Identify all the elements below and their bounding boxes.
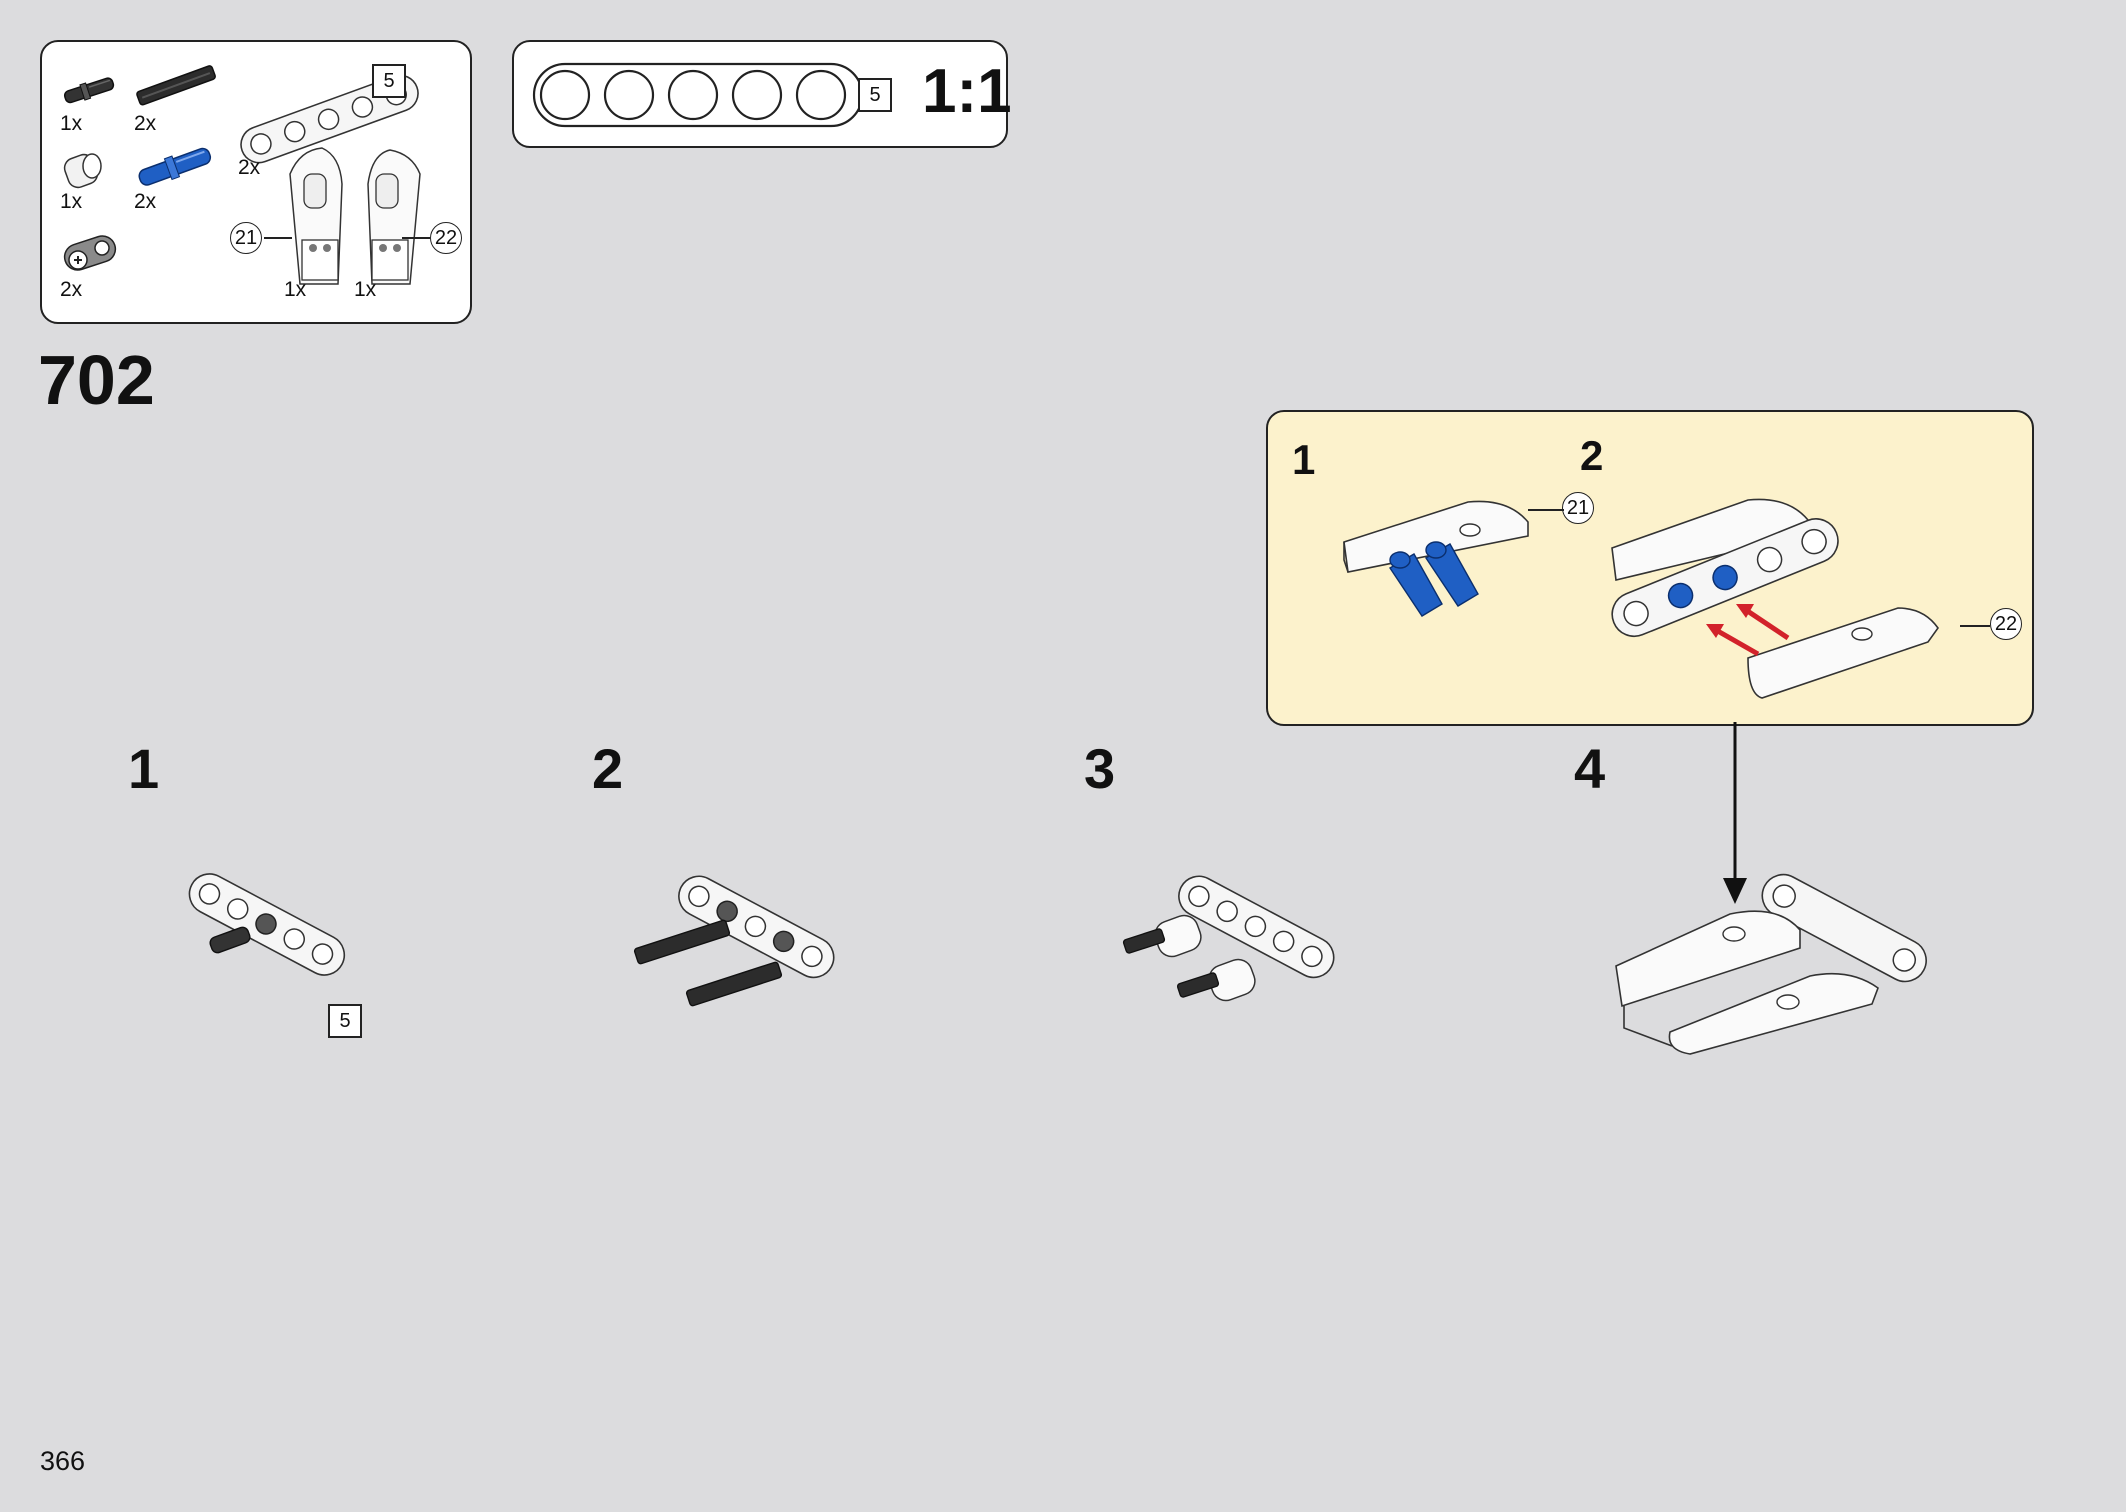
beam-1-to-1-icon xyxy=(532,62,864,128)
subassembly-step-2-illustration xyxy=(1611,498,1939,699)
scale-box: 5 1:1 xyxy=(512,40,1012,148)
page-number: 366 xyxy=(40,1446,86,1476)
beam-5-qty: 2x xyxy=(238,156,261,179)
axle-black-qty: 2x xyxy=(134,112,157,135)
subassembly-step-2-callout: 22 xyxy=(1990,608,2022,640)
panel-22-callout: 22 xyxy=(430,222,462,254)
panel-21-part-icon xyxy=(289,147,343,285)
parts-list-panel: 1x 2x 1x 2x 2x xyxy=(40,40,472,324)
cross-block-qty: 2x xyxy=(60,278,83,301)
callout-leader-lines xyxy=(264,237,430,239)
panel-21-callout: 21 xyxy=(230,222,262,254)
step-number: 702 xyxy=(38,341,155,419)
subassembly-step-1-callout: 21 xyxy=(1562,492,1594,524)
cross-block-part-icon xyxy=(63,235,117,271)
panel-21-qty: 1x xyxy=(284,278,307,301)
panel-22-part-icon xyxy=(367,149,421,285)
axle-pin-blue-part-icon xyxy=(138,147,212,186)
bush-white-part-icon xyxy=(63,153,102,189)
substep-3-illustration xyxy=(1122,875,1335,1002)
subassembly-step-1-illustration xyxy=(1343,500,1529,617)
panel-22-qty: 1x xyxy=(354,278,377,301)
scale-beam-length: 5 xyxy=(858,78,892,112)
callout-arrow-down xyxy=(1723,722,1747,904)
substep-1-illustration xyxy=(188,873,346,976)
subassembly-step-1-number: 1 xyxy=(1292,436,1316,483)
subassembly-step-2-number: 2 xyxy=(1580,432,1604,479)
bush-white-qty: 1x xyxy=(60,190,83,213)
subassembly-callout: 1 2 21 xyxy=(1266,410,2034,726)
substep-4-illustration xyxy=(1615,873,1927,1055)
substep-2-number: 2 xyxy=(592,737,624,800)
substep-1-number: 1 xyxy=(128,737,160,800)
substep-3-number: 3 xyxy=(1084,737,1116,800)
scale-label: 1:1 xyxy=(922,57,1012,126)
axle-pin-black-part-icon xyxy=(63,77,115,104)
beam-size-label: 5 xyxy=(372,64,406,98)
axle-pin-black-qty: 1x xyxy=(60,112,83,135)
substep-2-illustration xyxy=(633,875,835,1007)
callout-22-leader xyxy=(1960,625,1990,627)
substep-1-size-label: 5 xyxy=(328,1004,362,1038)
axle-pin-blue-qty: 2x xyxy=(134,190,157,213)
callout-21-leader xyxy=(1528,509,1564,511)
axle-black-part-icon xyxy=(136,65,216,106)
substep-4-number: 4 xyxy=(1574,737,1606,800)
